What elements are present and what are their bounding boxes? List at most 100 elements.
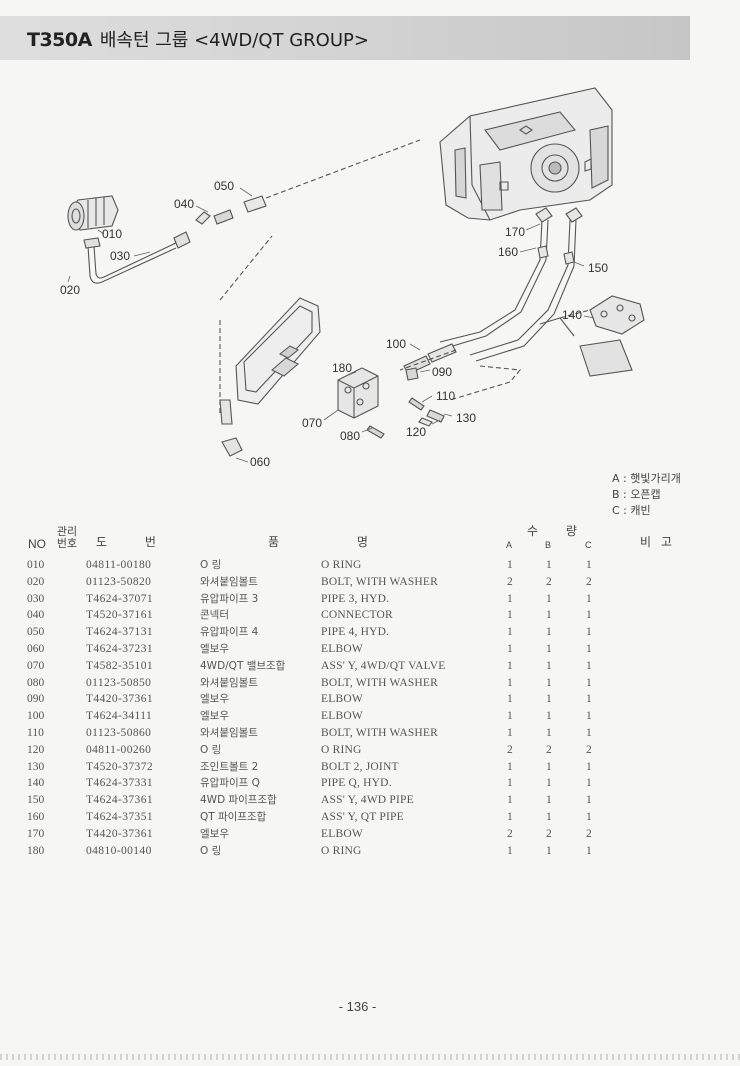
- row-no: 110: [27, 726, 44, 739]
- korean-name: 와셔붙임볼트: [200, 676, 258, 689]
- header-remarks: 비 고: [640, 535, 672, 549]
- part-number: 04811-00260: [86, 743, 152, 756]
- korean-name: 엘보우: [200, 827, 229, 840]
- qty-c: 1: [586, 676, 592, 689]
- qty-c: 1: [586, 794, 592, 807]
- part-number: T4624-37231: [86, 642, 154, 655]
- header-drawing-no: 도 번: [96, 535, 156, 549]
- korean-name: O 링: [200, 844, 222, 857]
- qty-a: 1: [507, 609, 513, 622]
- qty-a: 1: [507, 760, 513, 773]
- part-number: 01123-50860: [86, 726, 152, 739]
- korean-name: 유압파이프 4: [200, 626, 259, 639]
- part-number: T4624-37361: [86, 794, 154, 807]
- part-number: T4624-34111: [86, 710, 153, 723]
- part-number: T4520-37372: [86, 760, 154, 773]
- qty-a: 2: [507, 575, 513, 588]
- qty-c: 1: [586, 659, 592, 672]
- korean-name: 유압파이프 Q: [200, 777, 260, 790]
- english-name: BOLT, WITH WASHER: [321, 726, 439, 739]
- qty-c: 1: [586, 810, 592, 823]
- header-part-name: 품 명: [268, 535, 368, 549]
- row-no: 040: [27, 609, 45, 622]
- qty-b: 1: [546, 642, 552, 655]
- qty-c: 1: [586, 777, 592, 790]
- qty-a: 1: [507, 810, 513, 823]
- qty-b: 1: [546, 659, 552, 672]
- english-name: BOLT 2, JOINT: [321, 760, 399, 773]
- qty-b: 2: [546, 827, 552, 840]
- english-name: ELBOW: [321, 710, 363, 723]
- callout-130: 130: [456, 411, 476, 425]
- pipe-q-140: [589, 295, 645, 335]
- qty-b: 1: [546, 844, 552, 857]
- qty-c: 1: [586, 693, 592, 706]
- english-name: PIPE 3, HYD.: [321, 592, 390, 605]
- part-number: T4582-35101: [86, 659, 154, 672]
- row-no: 170: [27, 827, 45, 840]
- row-no: 150: [27, 794, 45, 807]
- qty-a: 2: [507, 743, 513, 756]
- korean-name: 와셔붙임볼트: [200, 726, 258, 739]
- callout-050: 050: [214, 179, 234, 193]
- part-number: 01123-50820: [86, 575, 152, 588]
- qty-a: 1: [507, 844, 513, 857]
- korean-name: 콘넥터: [200, 609, 229, 622]
- qty-c: 1: [586, 710, 592, 723]
- part-number: T4420-37361: [86, 827, 154, 840]
- row-no: 090: [27, 693, 45, 706]
- transmission-housing: [439, 87, 613, 221]
- page-title: T350A 배속턴 그룹 <4WD/QT GROUP>: [27, 25, 369, 55]
- row-no: 160: [27, 810, 45, 823]
- korean-name: 엘보우: [200, 642, 229, 655]
- english-name: CONNECTOR: [321, 609, 393, 622]
- part-number: T4520-37161: [86, 609, 154, 622]
- callout-090: 090: [432, 365, 452, 379]
- header-qty-a: A: [506, 540, 513, 550]
- part-number: 04810-00140: [86, 844, 152, 857]
- qty-a: 2: [507, 827, 513, 840]
- scan-edge-strip: [0, 1054, 740, 1060]
- callout-140: 140: [562, 308, 582, 322]
- qty-a: 1: [507, 592, 513, 605]
- qty-b: 1: [546, 592, 552, 605]
- english-name: O RING: [321, 743, 362, 756]
- callout-030: 030: [110, 249, 130, 263]
- part-number: T4624-37071: [86, 592, 154, 605]
- english-name: O RING: [321, 559, 362, 571]
- row-no: 030: [27, 592, 45, 605]
- model-label: T350A: [27, 29, 92, 51]
- exploded-parts-diagram: 010 020 030 040 050 060 070 080 090 100 …: [60, 87, 645, 469]
- legend-item-c: C : 캐빈: [612, 504, 651, 517]
- header-quantity: 수 량: [527, 524, 577, 538]
- qty-b: 1: [546, 810, 552, 823]
- row-no: 080: [27, 676, 45, 689]
- row-no: 100: [27, 710, 45, 723]
- callout-160: 160: [498, 245, 518, 259]
- header-band: [0, 16, 690, 60]
- english-name: O RING: [321, 844, 362, 857]
- qty-a: 1: [507, 710, 513, 723]
- pipe-4wd: [469, 219, 571, 356]
- header-qty-b: B: [545, 540, 552, 550]
- qty-a: 1: [507, 794, 513, 807]
- qty-c: 2: [586, 575, 592, 588]
- row-no: 020: [27, 575, 45, 588]
- callout-040: 040: [174, 197, 194, 211]
- group-title: 배속턴 그룹 <4WD/QT GROUP>: [99, 30, 369, 51]
- legend-item-a: A : 햇빛가리개: [612, 472, 681, 485]
- callout-labels: 010 020 030 040 050 060 070 080 090 100 …: [60, 179, 608, 469]
- korean-name: 와셔붙임볼트: [200, 575, 258, 588]
- row-no: 010: [27, 559, 45, 571]
- callout-010: 010: [102, 227, 122, 241]
